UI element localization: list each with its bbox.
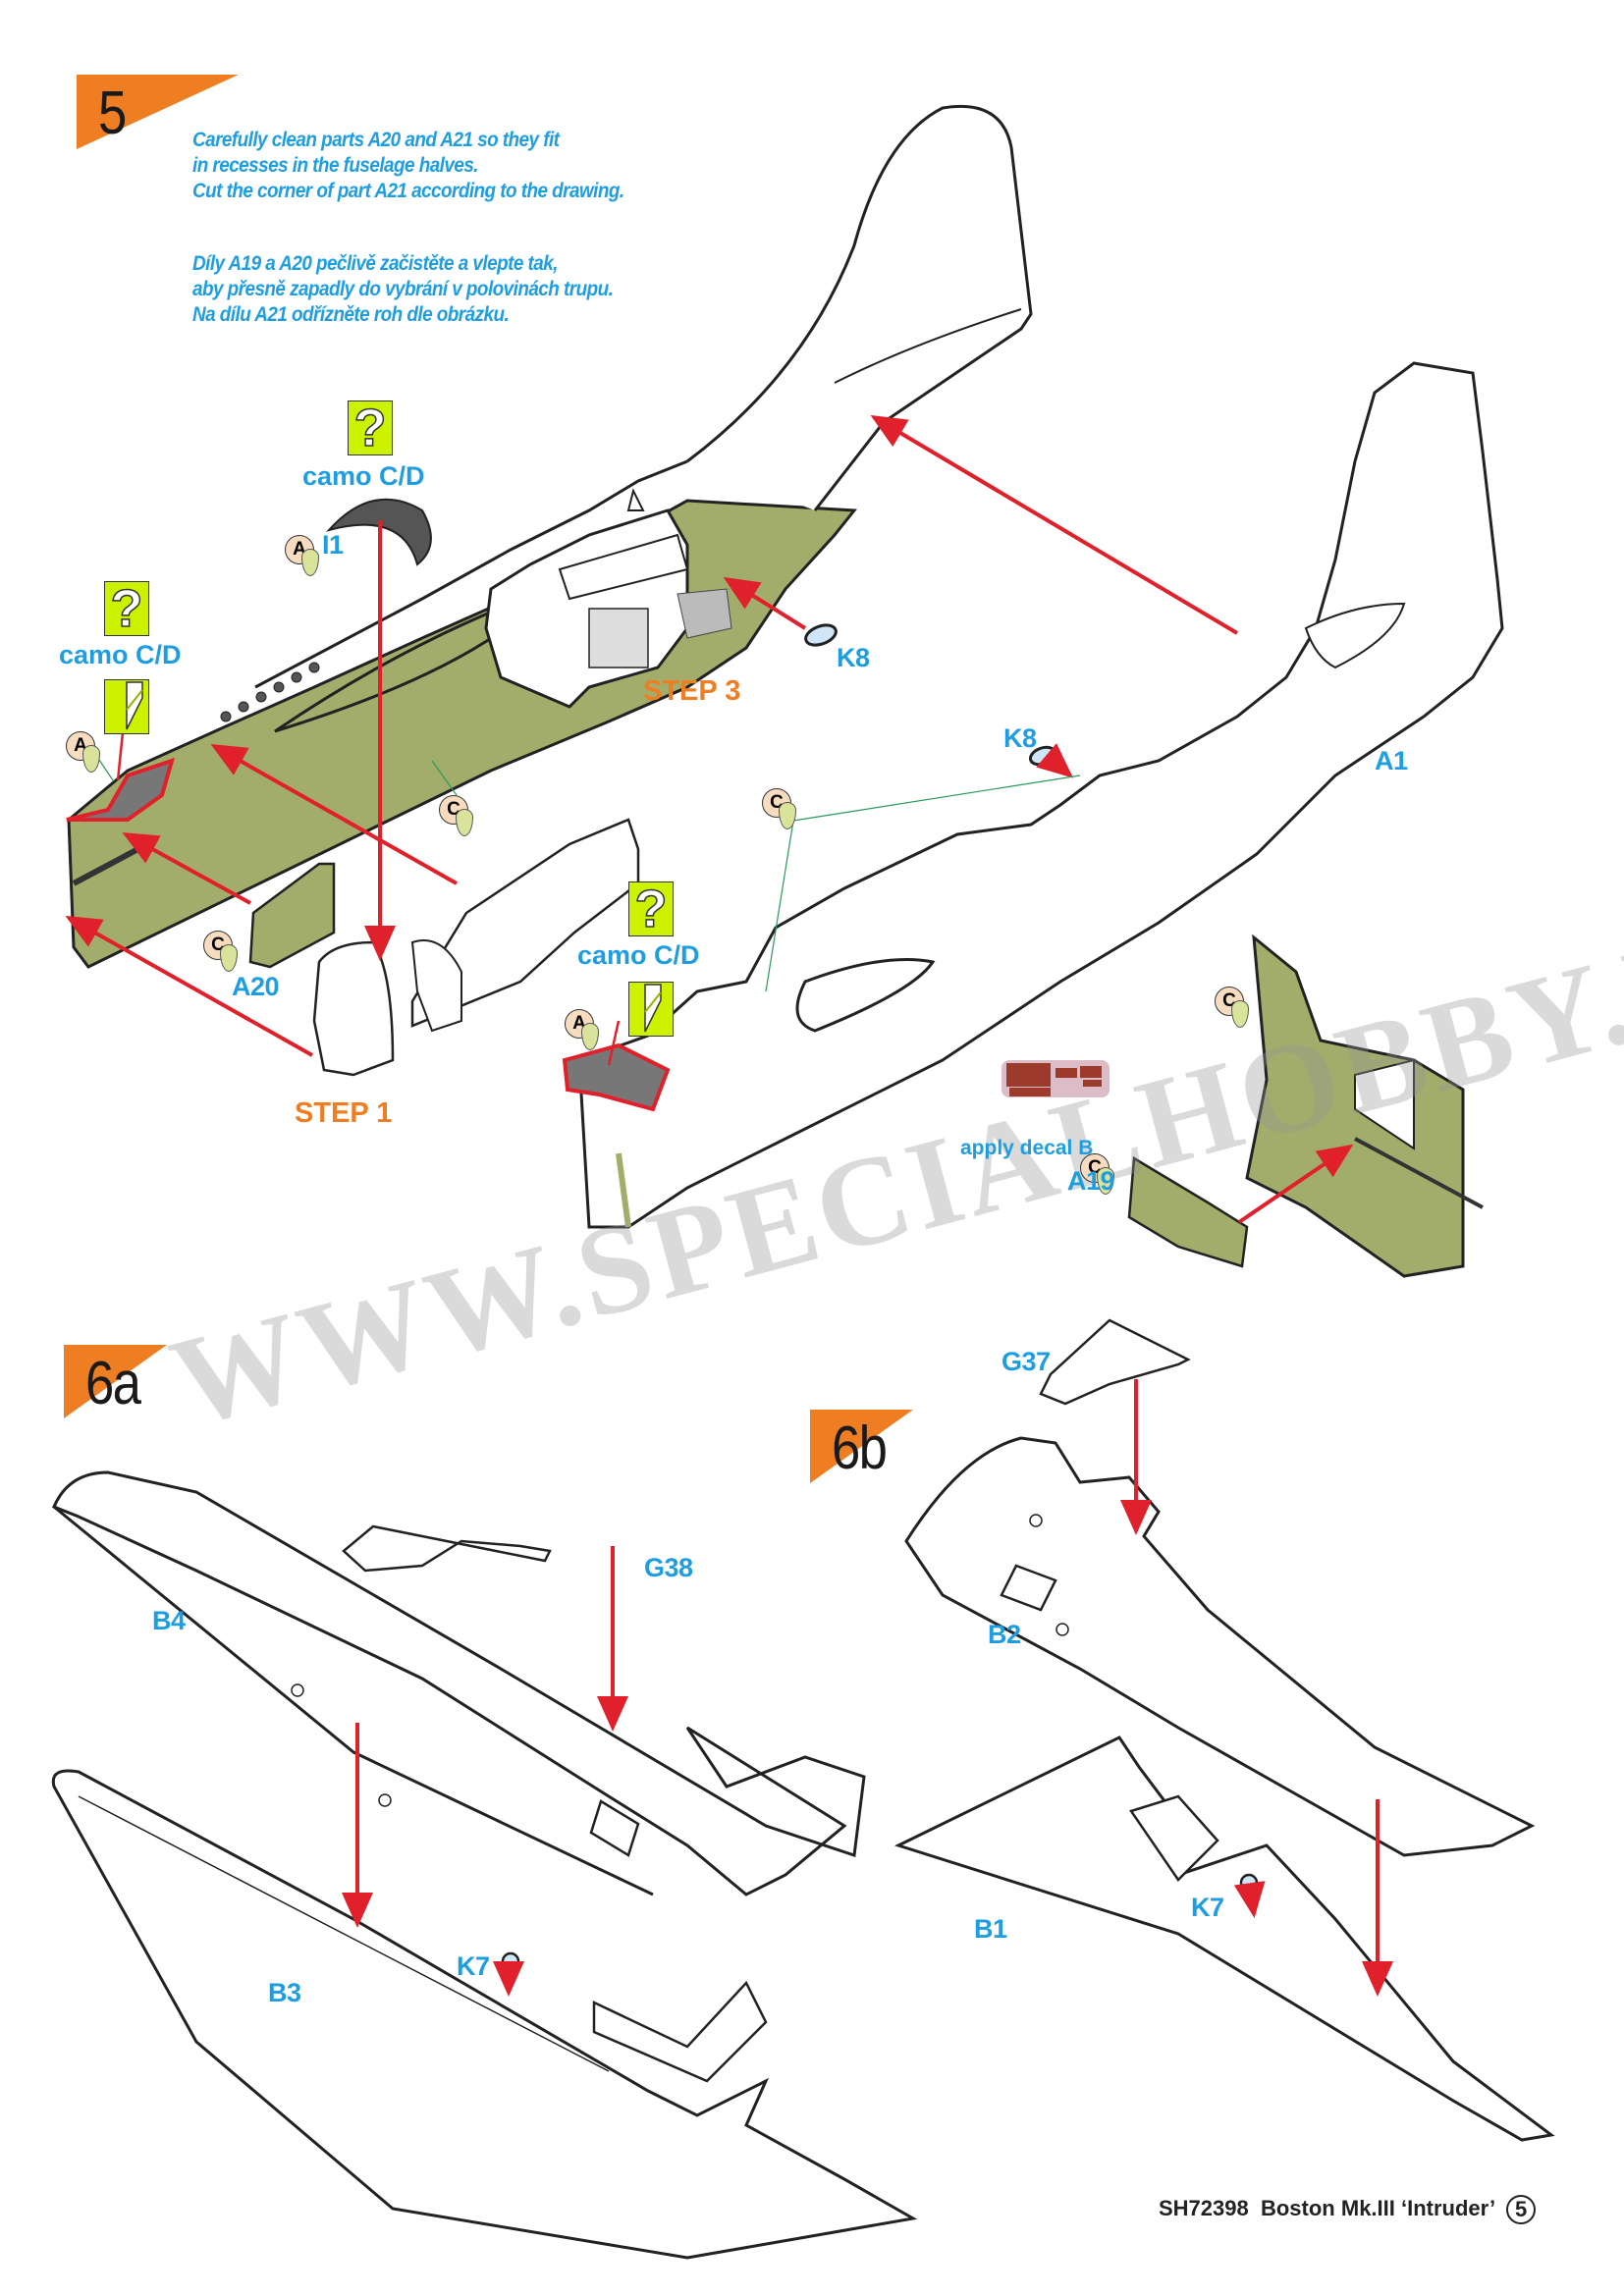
- sub-step-label: STEP 3: [643, 675, 741, 707]
- part-label-a19: A19: [1067, 1166, 1115, 1196]
- camo-question-icon: ?: [348, 398, 393, 458]
- step-number: 6b: [832, 1415, 888, 1482]
- paint-code-c-marker: C: [762, 788, 805, 835]
- cockpit-frame-part: [484, 488, 732, 709]
- instruction-line: aby přesně zapadly do vybrání v poloviná…: [192, 278, 614, 300]
- decal-b-preview: [1001, 1060, 1110, 1097]
- page-number: 5: [1506, 2195, 1537, 2224]
- cut-corner-icon: [104, 679, 149, 734]
- assembly-arrows-step6b: [1120, 1379, 1393, 1997]
- instruction-line: Díly A19 a A20 pečlivě začistěte a vlept…: [192, 252, 558, 275]
- paint-code-a-marker: A: [285, 535, 328, 582]
- camo-question-icon: ?: [628, 879, 674, 939]
- paint-code-a-marker: A: [66, 731, 109, 778]
- instruction-line: in recesses in the fuselage halves.: [192, 154, 479, 177]
- step-badge-6a: 6a: [64, 1345, 226, 1455]
- camo-label: camo C/D: [577, 940, 700, 970]
- instructions-czech: Díly A19 a A20 pečlivě začistěte a vlept…: [192, 251, 614, 328]
- kit-code: SH72398: [1159, 2195, 1249, 2220]
- part-label-b2: B2: [988, 1620, 1021, 1649]
- assembly-arrows-step6a: [342, 1546, 628, 1997]
- step-badge-6b: 6b: [810, 1410, 972, 1520]
- instruction-line: Cut the corner of part A21 according to …: [192, 180, 624, 202]
- part-label-g38: G38: [644, 1553, 693, 1582]
- kit-title: Boston Mk.III ‘Intruder’: [1260, 2195, 1494, 2220]
- camo-question-icon: ?: [104, 578, 149, 639]
- part-label-i1: I1: [322, 530, 344, 560]
- instructions-english: Carefully clean parts A20 and A21 so the…: [192, 128, 624, 204]
- lens-k8-upper: [804, 623, 838, 647]
- camo-label: camo C/D: [302, 461, 425, 491]
- assembly-arrows-step5: [65, 414, 1354, 1224]
- part-label-a1: A1: [1375, 746, 1408, 775]
- sub-step-label: STEP 1: [295, 1097, 393, 1129]
- step-number: 6a: [85, 1350, 141, 1417]
- paint-code-c-marker: C: [1215, 987, 1258, 1034]
- cut-corner-icon: [628, 982, 674, 1037]
- wing-b2: [904, 1436, 1536, 1857]
- instruction-line: Carefully clean parts A20 and A21 so the…: [192, 129, 560, 151]
- paint-code-a-marker: A: [565, 1009, 608, 1056]
- step-number: 5: [98, 80, 127, 147]
- fuselage-sidewall-right: [1245, 934, 1484, 1278]
- step-badge-5: 5: [77, 75, 239, 185]
- canopy-part-i1: [326, 498, 432, 566]
- part-label-b1: B1: [974, 1914, 1007, 1944]
- decal-instruction: apply decal B: [960, 1137, 1094, 1159]
- paint-code-c-marker: C: [439, 795, 482, 842]
- part-label-k8: K8: [837, 643, 870, 672]
- instruction-line: Na dílu A21 odřízněte roh dle obrázku.: [192, 303, 510, 326]
- camo-label: camo C/D: [59, 640, 182, 669]
- part-g38: [342, 1524, 552, 1573]
- part-label-b3: B3: [268, 1978, 301, 2007]
- fuselage-left-half: [66, 104, 1033, 969]
- part-label-k7: K7: [1191, 1893, 1224, 1922]
- paint-code-c-marker: C: [1080, 1153, 1123, 1201]
- page-footer: SH72398 Boston Mk.III ‘Intruder’ 5: [1159, 2195, 1537, 2224]
- wing-b3: [51, 1769, 918, 2260]
- part-label-g37: G37: [1001, 1347, 1051, 1376]
- paint-code-c-marker: C: [203, 931, 246, 978]
- part-label-k7: K7: [457, 1951, 490, 1981]
- part-a20: [248, 862, 336, 969]
- part-label-a20: A20: [232, 972, 280, 1001]
- part-g37: [1039, 1318, 1191, 1406]
- part-label-b4: B4: [152, 1606, 186, 1635]
- fuselage-right-half-a1: [562, 361, 1504, 1229]
- part-a19: [1127, 1155, 1249, 1268]
- part-label-k8: K8: [1003, 723, 1037, 753]
- wing-b4: [52, 1470, 866, 1896]
